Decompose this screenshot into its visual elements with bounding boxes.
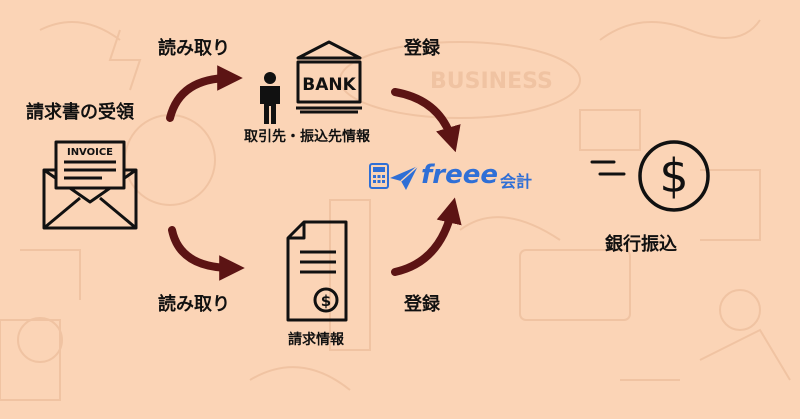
arrow-register-bottom: [391, 197, 462, 276]
dollar-coin-icon: $: [590, 140, 710, 212]
invoice-envelope-icon: INVOICE: [42, 140, 138, 230]
arrow-register-top: [391, 88, 461, 153]
label-read-top: 読み取り: [158, 38, 230, 59]
document-dollar-icon: $: [286, 220, 348, 322]
label-read-bottom: 読み取り: [158, 294, 230, 315]
bank-icon-text: BANK: [302, 75, 356, 95]
label-invoice-info: 請求情報: [288, 332, 344, 348]
freee-product-name: 会計: [500, 172, 533, 191]
freee-wordmark: freee: [421, 160, 499, 190]
label-register-bottom: 登録: [404, 294, 440, 315]
label-bank-transfer: 銀行振込: [605, 234, 677, 255]
background-word: BUSINESS: [430, 69, 553, 94]
person-icon: [260, 72, 280, 124]
svg-text:$: $: [659, 149, 688, 203]
label-vendor-info: 取引先・振込先情報: [244, 129, 370, 145]
label-invoice-receipt: 請求書の受領: [26, 102, 134, 123]
bank-icon: BANK: [296, 40, 362, 114]
paper-plane-icon: [390, 165, 419, 190]
arrow-read-bottom: [168, 226, 245, 281]
calculator-icon: [369, 163, 389, 189]
label-register-top: 登録: [404, 38, 440, 59]
invoice-envelope-text: INVOICE: [67, 147, 113, 158]
arrow-read-top: [166, 65, 243, 122]
svg-text:$: $: [321, 292, 331, 310]
freee-logo-mark: [369, 163, 419, 190]
